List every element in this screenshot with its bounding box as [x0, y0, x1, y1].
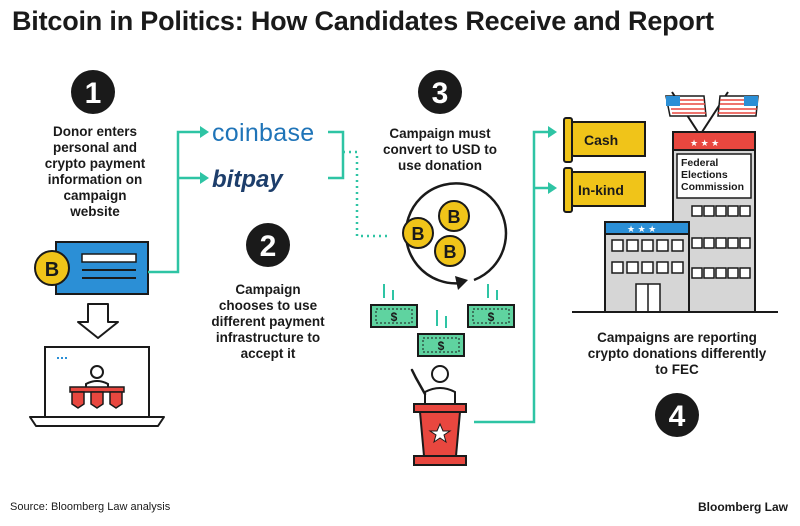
connector-processors-to-conversion [328, 130, 345, 180]
svg-text:B: B [412, 224, 425, 244]
cash-label: Cash [584, 132, 618, 148]
laptop-icon [29, 346, 165, 427]
inkind-label: In-kind [578, 182, 624, 198]
payment-card-icon [55, 241, 149, 295]
fec-sign-line-3: Commission [681, 181, 744, 193]
dotted-connector [343, 150, 390, 238]
candidate-podium-icon [410, 365, 467, 466]
bitcoin-coin-icon: B [438, 200, 470, 232]
arrowhead-coinbase [200, 126, 209, 138]
bitcoin-coin-icon: B [34, 250, 70, 286]
svg-text:★ ★ ★: ★ ★ ★ [627, 224, 656, 234]
conversion-cycle-icon [404, 182, 508, 290]
bitcoin-coin-icon: B [402, 217, 434, 249]
bitcoin-coin-icon: B [434, 235, 466, 267]
svg-text:$: $ [438, 339, 445, 353]
step-3-number: 3 [432, 77, 449, 110]
bitpay-logo: bitpay [212, 166, 284, 193]
source-note: Source: Bloomberg Law analysis [10, 501, 171, 513]
inkind-flag: In-kind [563, 167, 646, 213]
star-decoration: ★ ★ ★ [690, 138, 719, 148]
coinbase-logo: coinbase [212, 119, 314, 147]
dollar-bill-icon: $ [370, 304, 418, 328]
svg-text:$: $ [488, 310, 495, 324]
step-2-badge: 2 [246, 223, 290, 267]
connector-podium-to-fec [474, 130, 548, 424]
fec-sign-line-1: Federal [681, 157, 718, 169]
step-1-number: 1 [85, 77, 102, 110]
fec-building-icon: ★ ★ ★ ★ ★ ★ [572, 91, 778, 313]
down-arrow-icon [77, 303, 119, 339]
step-1-badge: 1 [71, 70, 115, 114]
cash-flag: Cash [563, 117, 646, 163]
svg-text:B: B [448, 207, 461, 227]
bitcoin-symbol: B [45, 259, 59, 281]
money-motion-lines [383, 284, 498, 328]
step-4-number: 4 [669, 400, 686, 433]
arrowhead-inkind [548, 182, 557, 194]
step-3-badge: 3 [418, 70, 462, 114]
step-2-number: 2 [260, 230, 277, 263]
brand-logo: Bloomberg Law [697, 500, 788, 514]
page-title: Bitcoin in Politics: How Candidates Rece… [12, 6, 714, 36]
arrowhead-bitpay [200, 172, 209, 184]
dollar-bill-icon: $ [417, 333, 465, 357]
step-4-badge: 4 [655, 393, 699, 437]
fec-sign-line-2: Elections [681, 169, 728, 181]
dollar-bill-icon: $ [467, 304, 515, 328]
arrowhead-cash [548, 126, 557, 138]
svg-text:B: B [444, 242, 457, 262]
connector-card-to-processors [148, 130, 200, 274]
svg-text:$: $ [391, 310, 398, 324]
